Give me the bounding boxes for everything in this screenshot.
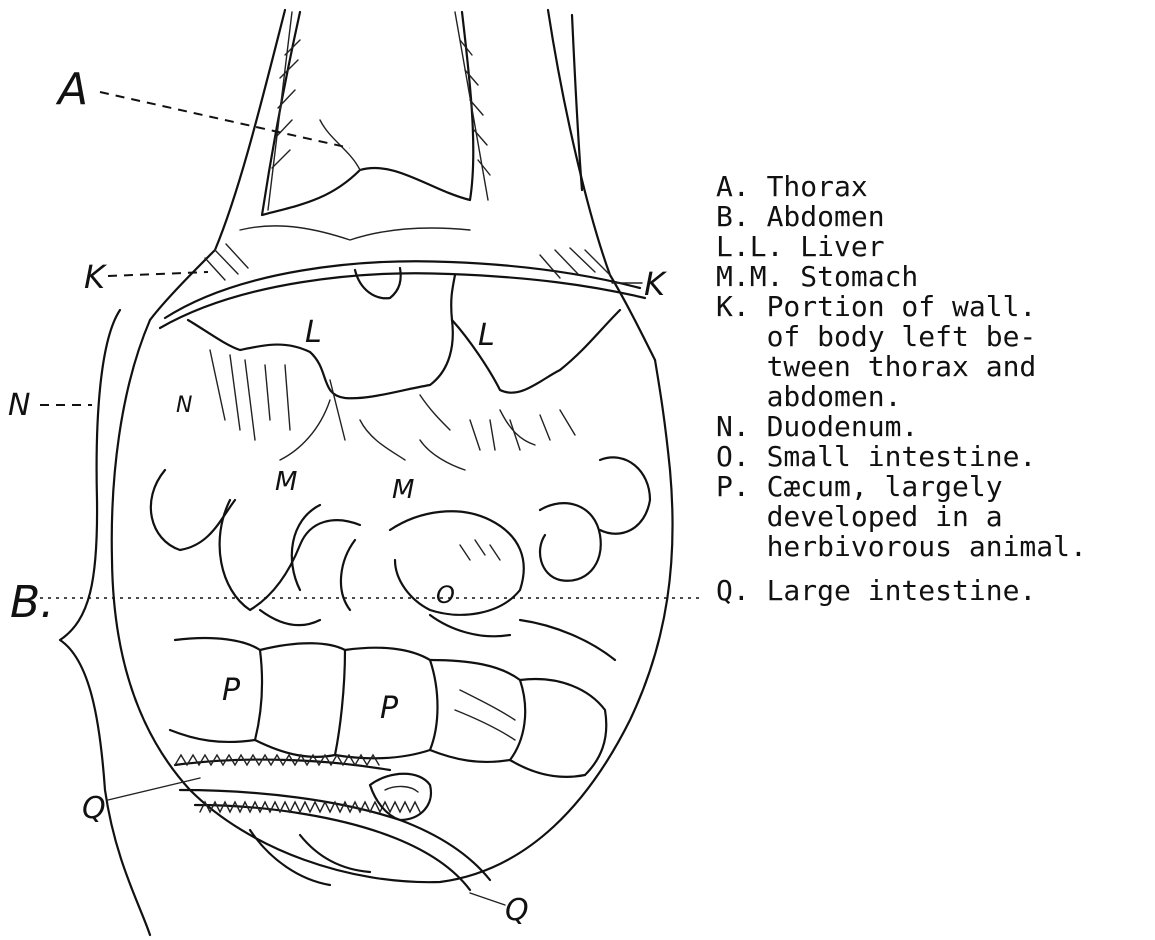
legend-line: herbivorous animal. <box>716 530 1087 563</box>
marker-b: B. <box>10 577 54 628</box>
marker-m-right: M <box>392 475 414 505</box>
legend-line: B. Abdomen <box>716 200 885 233</box>
body-outline <box>60 10 673 935</box>
marker-p-right: P <box>380 691 399 726</box>
stomach <box>210 350 575 470</box>
legend-line: L.L. Liver <box>716 230 885 263</box>
marker-q-left: Q <box>82 791 106 826</box>
marker-k-right: K <box>644 265 668 303</box>
marker-n-inner: N <box>176 393 192 418</box>
diaphragm-wall <box>160 244 645 328</box>
marker-k-left: K <box>84 258 108 296</box>
marker-n-left: N <box>8 388 30 423</box>
marker-a: A <box>55 64 88 115</box>
legend-line: Q. Large intestine. <box>716 574 1036 607</box>
legend: A. Thorax B. Abdomen L.L. Liver M.M. Sto… <box>716 170 1087 607</box>
marker-l-left: L <box>305 315 322 350</box>
marker-p-left: P <box>222 673 241 708</box>
legend-line: abdomen. <box>716 380 901 413</box>
marker-o: O <box>436 581 455 609</box>
liver-lobes <box>188 275 620 440</box>
legend-line: A. Thorax <box>716 170 868 203</box>
legend-line: developed in a <box>716 500 1003 533</box>
legend-line: M.M. Stomach <box>716 260 918 293</box>
legend-line: K. Portion of wall. <box>716 290 1036 323</box>
legend-line: N. Duodenum. <box>716 410 918 443</box>
legend-line: of body left be- <box>716 320 1036 353</box>
marker-q-bottom: Q <box>505 893 529 928</box>
legend-line: O. Small intestine. <box>716 440 1036 473</box>
marker-l-right: L <box>478 318 495 353</box>
legend-line: P. Cæcum, largely <box>716 470 1003 503</box>
legend-line: tween thorax and <box>716 350 1036 383</box>
thorax-neck <box>240 12 490 240</box>
marker-m-left: M <box>275 467 297 497</box>
